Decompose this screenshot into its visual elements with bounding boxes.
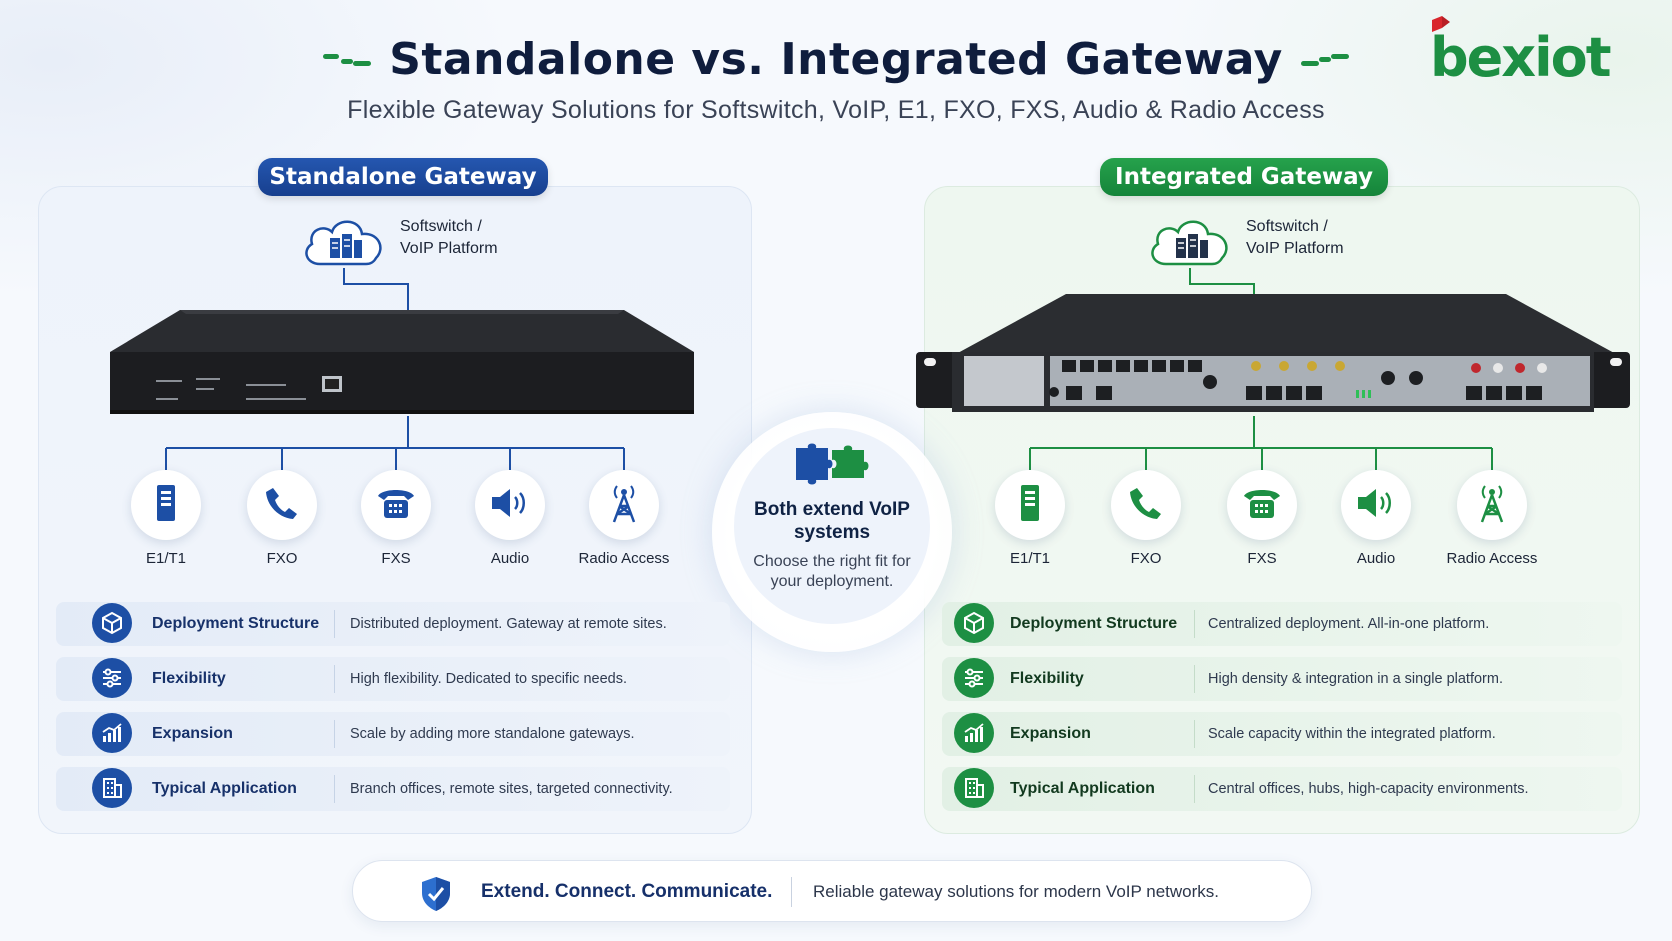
- standalone-row-deployment: Deployment Structure Distributed deploym…: [56, 602, 730, 646]
- standalone-endpoint-label: E1/T1: [145, 550, 187, 567]
- row-description: High flexibility. Dedicated to specific …: [350, 671, 627, 687]
- integrated-endpoint-label: E1/T1: [1009, 550, 1051, 567]
- row-divider: [334, 665, 335, 693]
- standalone-endpoint-e1t1: [131, 470, 201, 540]
- e1-module-icon: [1017, 483, 1043, 528]
- integrated-panel-title: Integrated Gateway: [1100, 158, 1388, 196]
- svg-text:bexiot: bexiot: [1430, 26, 1611, 84]
- integrated-endpoint-label: FXS: [1247, 550, 1277, 567]
- integrated-endpoint-radio-access: [1457, 470, 1527, 540]
- row-description: Distributed deployment. Gateway at remot…: [350, 616, 667, 632]
- row-label: Expansion: [152, 725, 233, 742]
- row-label: Deployment Structure: [152, 615, 320, 632]
- footer-banner: Extend. Connect. Communicate. Reliable g…: [352, 860, 1312, 922]
- integrated-cloud-server-icon: [1146, 212, 1234, 275]
- standalone-endpoint-fxo: [247, 470, 317, 540]
- row-label: Deployment Structure: [1010, 615, 1178, 632]
- puzzle-pieces-icon: [792, 440, 872, 491]
- row-divider: [1194, 665, 1195, 693]
- center-badge-inner: [734, 428, 930, 624]
- footer-tagline: Extend. Connect. Communicate.: [481, 881, 773, 902]
- integrated-endpoint-label: FXO: [1130, 550, 1162, 567]
- footer-text: Reliable gateway solutions for modern Vo…: [813, 882, 1220, 901]
- growth-chart-icon: [92, 713, 132, 753]
- row-description: Scale capacity within the integrated pla…: [1208, 726, 1496, 742]
- integrated-endpoint-fxs: [1227, 470, 1297, 540]
- row-description: Scale by adding more standalone gateways…: [350, 726, 635, 742]
- integrated-row-expansion: Expansion Scale capacity within the inte…: [942, 712, 1622, 756]
- phone-handset-icon: [1129, 486, 1163, 525]
- integrated-gateway-device: [916, 294, 1630, 425]
- standalone-endpoint-label: FXO: [266, 550, 298, 567]
- building-icon: [954, 768, 994, 808]
- standalone-panel-title: Standalone Gateway: [258, 158, 548, 196]
- title-decoration-left-icon: [323, 50, 372, 70]
- standalone-endpoint-audio: [475, 470, 545, 540]
- standalone-gateway-device: [110, 306, 698, 423]
- center-title: Both extend VoIP systems: [754, 499, 910, 543]
- standalone-row-application: Typical Application Branch offices, remo…: [56, 767, 730, 811]
- integrated-cloud-label: Softswitch / VoIP Platform: [1246, 216, 1344, 260]
- speaker-icon: [1356, 487, 1396, 524]
- growth-chart-icon: [954, 713, 994, 753]
- standalone-cloud-server-icon: [300, 212, 388, 275]
- row-description: Centralized deployment. All-in-one platf…: [1208, 616, 1490, 632]
- integrated-endpoint-fxo: [1111, 470, 1181, 540]
- title-decoration-right-icon: [1300, 50, 1349, 70]
- standalone-cloud-label-line1: Softswitch /: [400, 218, 482, 235]
- shield-check-icon: [419, 875, 453, 918]
- row-description: Branch offices, remote sites, targeted c…: [350, 781, 673, 797]
- page-title: Standalone vs. Integrated Gateway: [389, 34, 1283, 85]
- integrated-row-deployment: Deployment Structure Centralized deploym…: [942, 602, 1622, 646]
- row-divider: [334, 610, 335, 638]
- e1-module-icon: [153, 483, 179, 528]
- sliders-icon: [92, 658, 132, 698]
- standalone-endpoint-label: Radio Access: [578, 550, 670, 567]
- row-divider: [1194, 775, 1195, 803]
- integrated-endpoint-label: Audio: [1356, 550, 1396, 567]
- cube-icon: [954, 603, 994, 643]
- row-description: Central offices, hubs, high-capacity env…: [1208, 781, 1529, 797]
- radio-tower-icon: [606, 482, 642, 529]
- integrated-endpoint-e1t1: [995, 470, 1065, 540]
- row-divider: [1194, 610, 1195, 638]
- integrated-cloud-label-line1: Softswitch /: [1246, 218, 1328, 235]
- footer-divider: [791, 877, 792, 907]
- integrated-row-flexibility: Flexibility High density & integration i…: [942, 657, 1622, 701]
- integrated-endpoint-label: Radio Access: [1446, 550, 1538, 567]
- standalone-row-flexibility: Flexibility High flexibility. Dedicated …: [56, 657, 730, 701]
- sliders-icon: [954, 658, 994, 698]
- standalone-endpoint-radio-access: [589, 470, 659, 540]
- phone-handset-icon: [265, 486, 299, 525]
- integrated-endpoint-audio: [1341, 470, 1411, 540]
- standalone-row-expansion: Expansion Scale by adding more standalon…: [56, 712, 730, 756]
- row-divider: [334, 775, 335, 803]
- desk-phone-icon: [1242, 486, 1282, 525]
- row-divider: [1194, 720, 1195, 748]
- standalone-cloud-label-line2: VoIP Platform: [400, 240, 498, 257]
- desk-phone-icon: [376, 486, 416, 525]
- row-label: Typical Application: [152, 780, 297, 797]
- row-label: Flexibility: [152, 670, 226, 687]
- speaker-icon: [490, 487, 530, 524]
- row-divider: [334, 720, 335, 748]
- integrated-row-application: Typical Application Central offices, hub…: [942, 767, 1622, 811]
- brand-logo: bexiot: [1428, 14, 1618, 89]
- center-subtitle: Choose the right fit for your deployment…: [753, 553, 911, 590]
- standalone-cloud-label: Softswitch / VoIP Platform: [400, 216, 498, 260]
- row-label: Typical Application: [1010, 780, 1155, 797]
- standalone-endpoint-label: Audio: [490, 550, 530, 567]
- standalone-endpoint-label: FXS: [381, 550, 411, 567]
- standalone-endpoint-fxs: [361, 470, 431, 540]
- page-subtitle: Flexible Gateway Solutions for Softswitc…: [347, 96, 1325, 124]
- row-label: Flexibility: [1010, 670, 1084, 687]
- cube-icon: [92, 603, 132, 643]
- radio-tower-icon: [1474, 482, 1510, 529]
- row-description: High density & integration in a single p…: [1208, 671, 1503, 687]
- building-icon: [92, 768, 132, 808]
- integrated-cloud-label-line2: VoIP Platform: [1246, 240, 1344, 257]
- title-row: Standalone vs. Integrated Gateway: [0, 34, 1672, 85]
- row-label: Expansion: [1010, 725, 1091, 742]
